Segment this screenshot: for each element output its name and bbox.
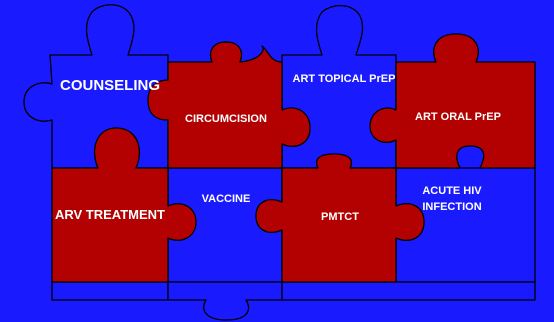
label-acute-hiv-line2: INFECTION xyxy=(422,201,481,213)
label-pmtct: PMTCT xyxy=(321,211,359,223)
label-vaccine: VACCINE xyxy=(202,193,251,205)
label-acute-hiv-line1: ACUTE HIV xyxy=(422,185,482,197)
puzzle-piece-bottom-right xyxy=(282,282,535,300)
label-arv-treatment: ARV TREATMENT xyxy=(55,207,165,222)
label-counseling: COUNSELING xyxy=(60,77,160,94)
label-circumcision: CIRCUMCISION xyxy=(185,113,267,125)
label-art-topical-prep: ART TOPICAL PrEP xyxy=(293,73,396,85)
puzzle-piece-bottom-left xyxy=(52,282,168,300)
label-art-oral-prep: ART ORAL PrEP xyxy=(415,111,501,123)
